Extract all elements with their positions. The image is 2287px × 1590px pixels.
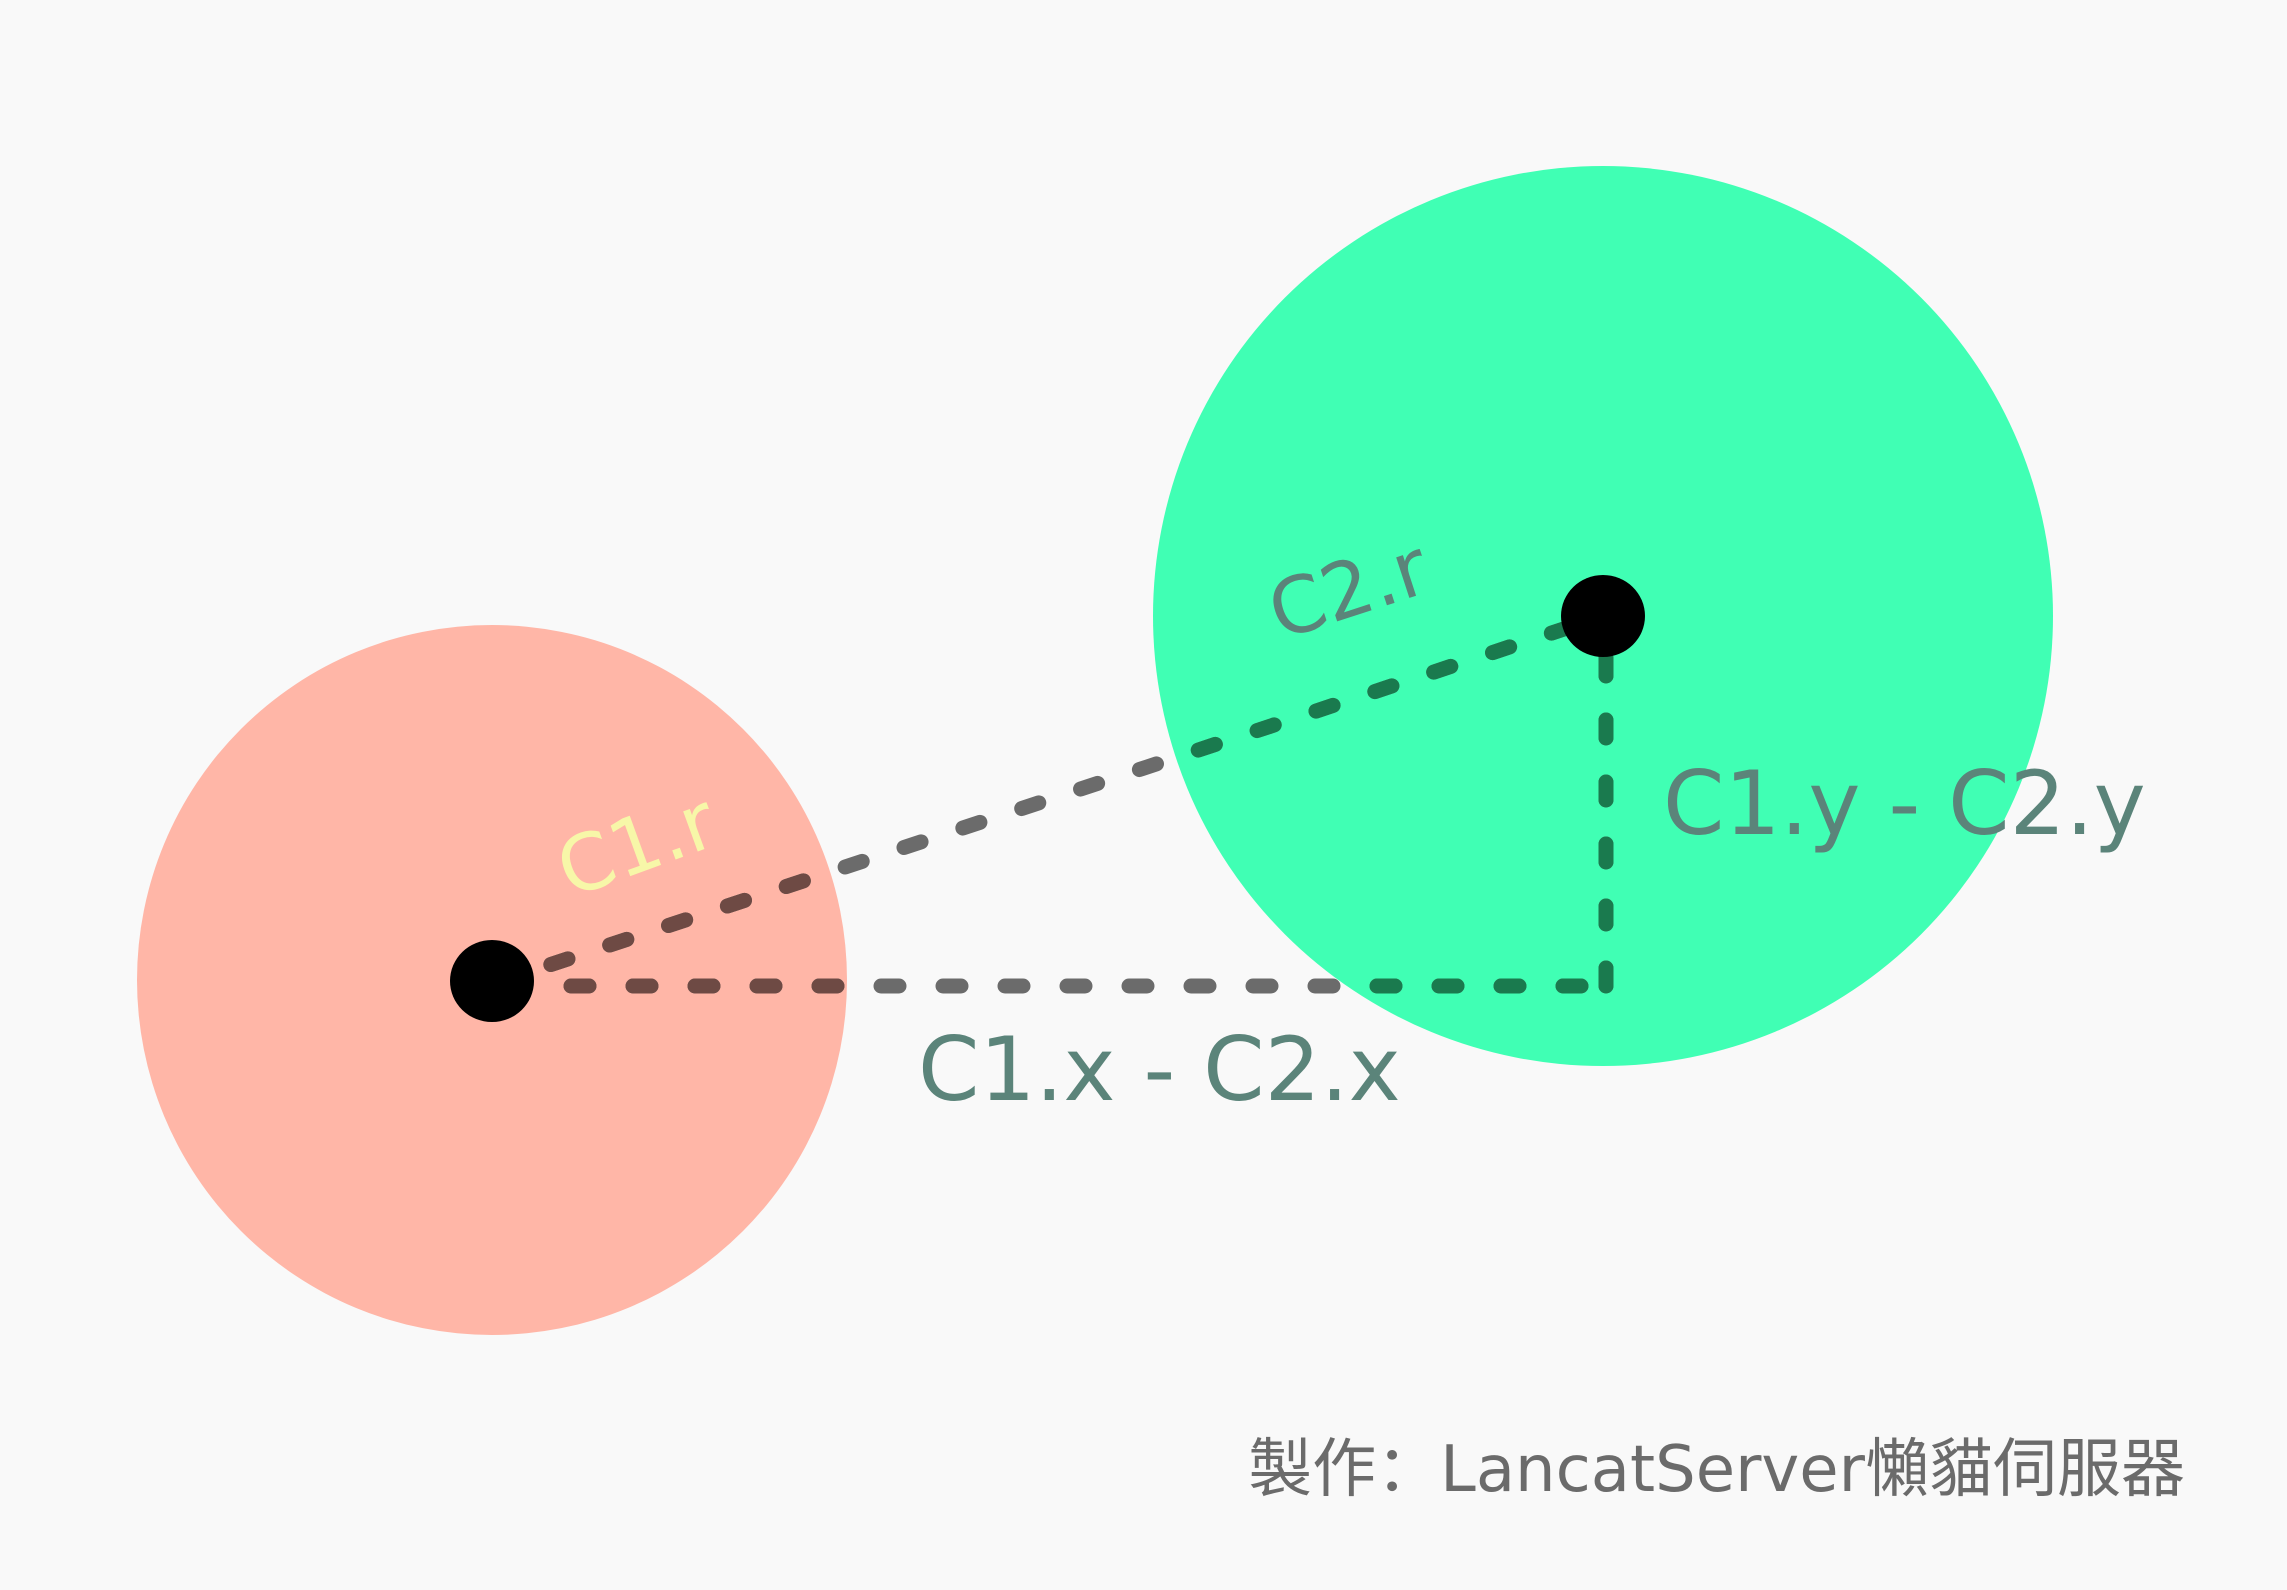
dy-label: C1.y - C2.y (1663, 752, 2146, 855)
circle-1-center-dot (450, 940, 534, 1022)
dashed-guides-in-circle-1 (484, 625, 847, 994)
circle-2-center-dot (1561, 575, 1645, 657)
credit-text: 製作：LancatServer懶貓伺服器 (1248, 1433, 2185, 1507)
dashed-guides-in-circle-2 (1153, 608, 1614, 994)
dx-label: C1.x - C2.x (918, 1018, 1401, 1121)
